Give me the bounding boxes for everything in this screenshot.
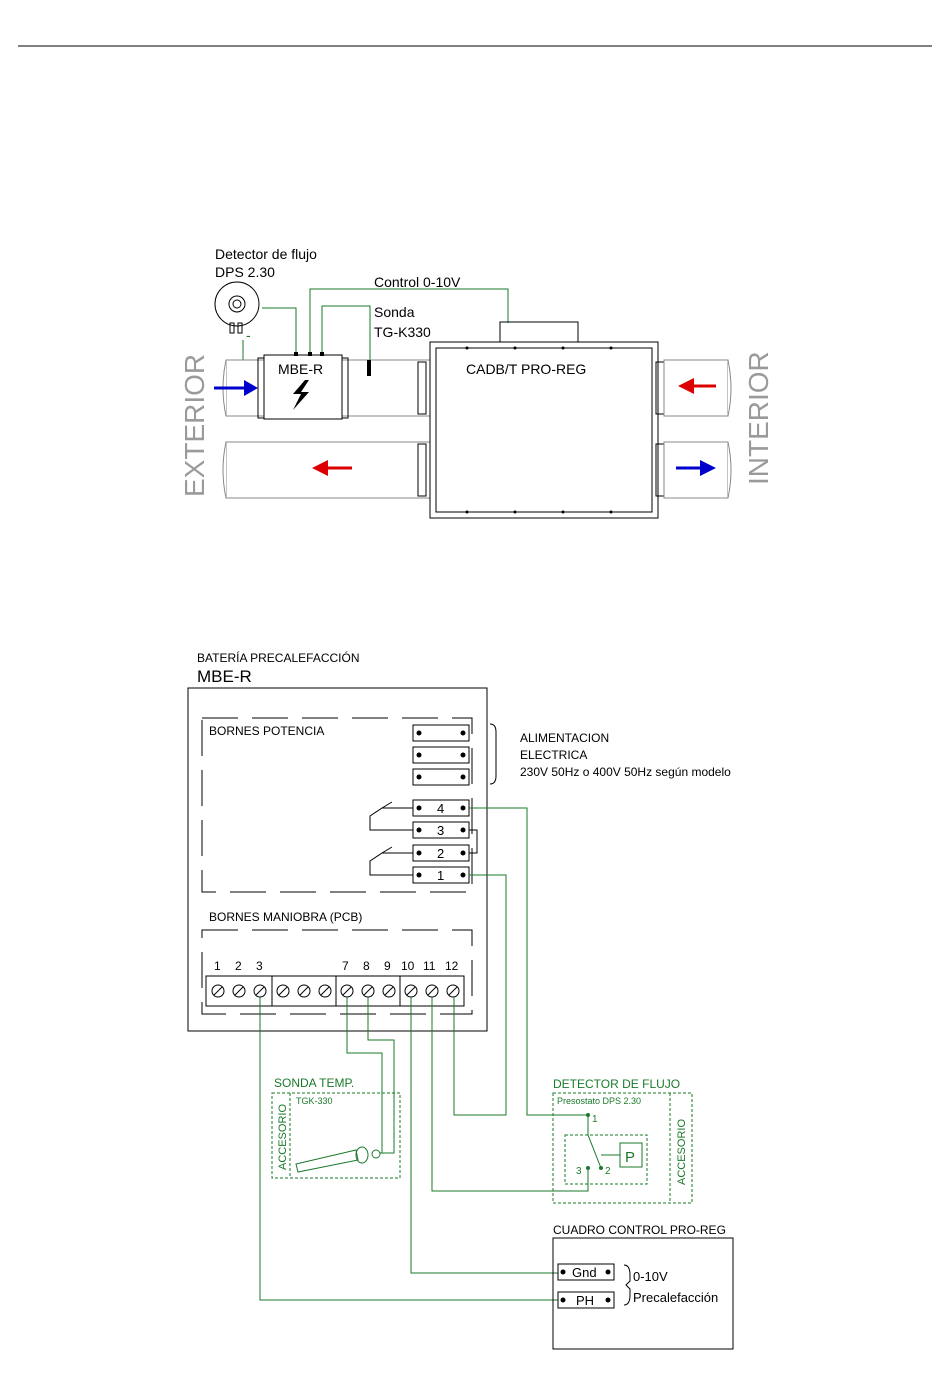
svg-text:4: 4 — [437, 801, 444, 816]
flow-detector-icon — [214, 281, 260, 327]
lightning-icon — [293, 380, 309, 410]
svg-text:2: 2 — [235, 959, 242, 973]
battery-title-1: BATERÍA PRECALEFACCIÓN — [197, 650, 360, 665]
temperature-probe-icon — [295, 1146, 381, 1173]
cuadro-title: CUADRO CONTROL PRO-REG — [553, 1223, 726, 1237]
svg-text:1: 1 — [437, 868, 444, 883]
pcb-terminal-block — [205, 975, 465, 1007]
minus-sign: - — [246, 327, 251, 343]
svg-text:9: 9 — [384, 959, 391, 973]
svg-text:12: 12 — [445, 959, 459, 973]
svg-text:1: 1 — [214, 959, 221, 973]
flow-detector-accessory — [552, 1092, 693, 1204]
svg-text:2: 2 — [437, 846, 444, 861]
supply-terminal — [412, 768, 470, 786]
mbe-label: MBE-R — [278, 361, 323, 377]
supply-terminal — [412, 724, 470, 742]
signal-label: 0-10V — [633, 1269, 668, 1284]
detector-model: Presostato DPS 2.30 — [557, 1096, 641, 1106]
power-terminal-1: 1 — [412, 866, 470, 884]
detector-terminal-1: 1 — [592, 1114, 598, 1125]
air-out-arrow — [312, 460, 352, 476]
sonda-temp-model: TGK-330 — [296, 1096, 333, 1106]
air-in-arrow — [214, 380, 258, 396]
power-terminal-4: 4 — [412, 799, 470, 817]
detector-label-2: DPS 2.30 — [215, 264, 275, 280]
accesorio-label: ACCESORIO — [277, 1104, 289, 1170]
svg-text:7: 7 — [342, 959, 349, 973]
installation-diagram: Detector de flujo DPS 2.30 Control 0-10V… — [179, 246, 774, 519]
control-label: Control 0-10V — [374, 274, 461, 290]
bornes-maniobra: BORNES MANIOBRA (PCB) — [209, 910, 362, 924]
detector-terminal-3: 3 — [576, 1166, 582, 1177]
signal-bracket — [623, 1264, 631, 1306]
supply-arrow — [676, 460, 716, 476]
svg-text:3: 3 — [437, 823, 444, 838]
sonda-temp-title: SONDA TEMP. — [274, 1076, 354, 1090]
alimentacion-1: ALIMENTACION — [520, 731, 609, 745]
battery-title-2: MBE-R — [197, 667, 252, 686]
ph-terminal: PH — [557, 1291, 615, 1309]
sonda-label-2: TG-K330 — [374, 324, 431, 340]
power-terminal-3: 3 — [412, 821, 470, 839]
pressure-switch-icon — [619, 1142, 643, 1168]
return-arrow — [678, 378, 716, 394]
svg-text:10: 10 — [401, 959, 415, 973]
sonda-label-1: Sonda — [374, 304, 415, 320]
alimentacion-3: 230V 50Hz o 400V 50Hz según modelo — [520, 765, 731, 779]
sonda-temp-accessory — [271, 1092, 401, 1179]
power-terminal-2: 2 — [412, 844, 470, 862]
detector-label-1: Detector de flujo — [215, 246, 317, 262]
svg-text:Gnd: Gnd — [572, 1265, 597, 1280]
cadb-unit — [429, 341, 659, 519]
svg-text:PH: PH — [576, 1293, 594, 1308]
pcb-numbers: 1 2 3 7 8 9 10 11 12 — [214, 959, 459, 973]
interior-label: INTERIOR — [743, 351, 774, 485]
svg-text:11: 11 — [423, 959, 436, 973]
alimentacion-2: ELECTRICA — [520, 748, 587, 762]
unit-label: CADB/T PRO-REG — [466, 361, 586, 377]
electrical-diagram: BATERÍA PRECALEFACCIÓN MBE-R BORNES POTE… — [187, 650, 734, 1350]
gnd-terminal: Gnd — [557, 1263, 615, 1281]
exterior-label: EXTERIOR — [179, 354, 210, 497]
detector-terminal-2: 2 — [605, 1166, 611, 1177]
signal-desc: Precalefacción — [633, 1290, 718, 1305]
cuadro-control-box — [552, 1237, 734, 1350]
supply-terminal — [412, 746, 470, 764]
supply-bracket — [489, 723, 497, 785]
detector-title: DETECTOR DE FLUJO — [553, 1077, 680, 1091]
mbe-r-panel — [187, 687, 488, 1032]
probe-icon — [367, 360, 371, 376]
pressure-symbol: P — [625, 1149, 635, 1166]
accesorio-label-2: ACCESORIO — [676, 1119, 688, 1185]
svg-text:3: 3 — [256, 959, 263, 973]
svg-text:8: 8 — [363, 959, 370, 973]
bornes-potencia: BORNES POTENCIA — [209, 724, 324, 738]
